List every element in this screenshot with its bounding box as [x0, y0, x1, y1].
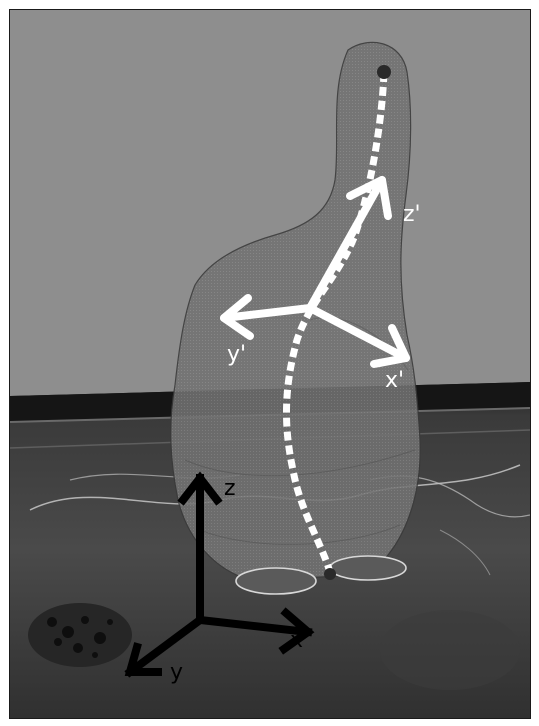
z-label: z [224, 478, 236, 500]
x-prime-label: x' [385, 370, 404, 392]
z-prime-label: z' [403, 204, 421, 226]
y-prime-label: y' [227, 344, 246, 366]
scene-render [10, 10, 530, 718]
figure-frame: z' y' x' z x y [9, 9, 531, 719]
centerline-top-point [377, 65, 391, 79]
centerline-bottom-point [324, 568, 336, 580]
y-label: y [170, 662, 183, 684]
x-label: x [290, 630, 303, 652]
